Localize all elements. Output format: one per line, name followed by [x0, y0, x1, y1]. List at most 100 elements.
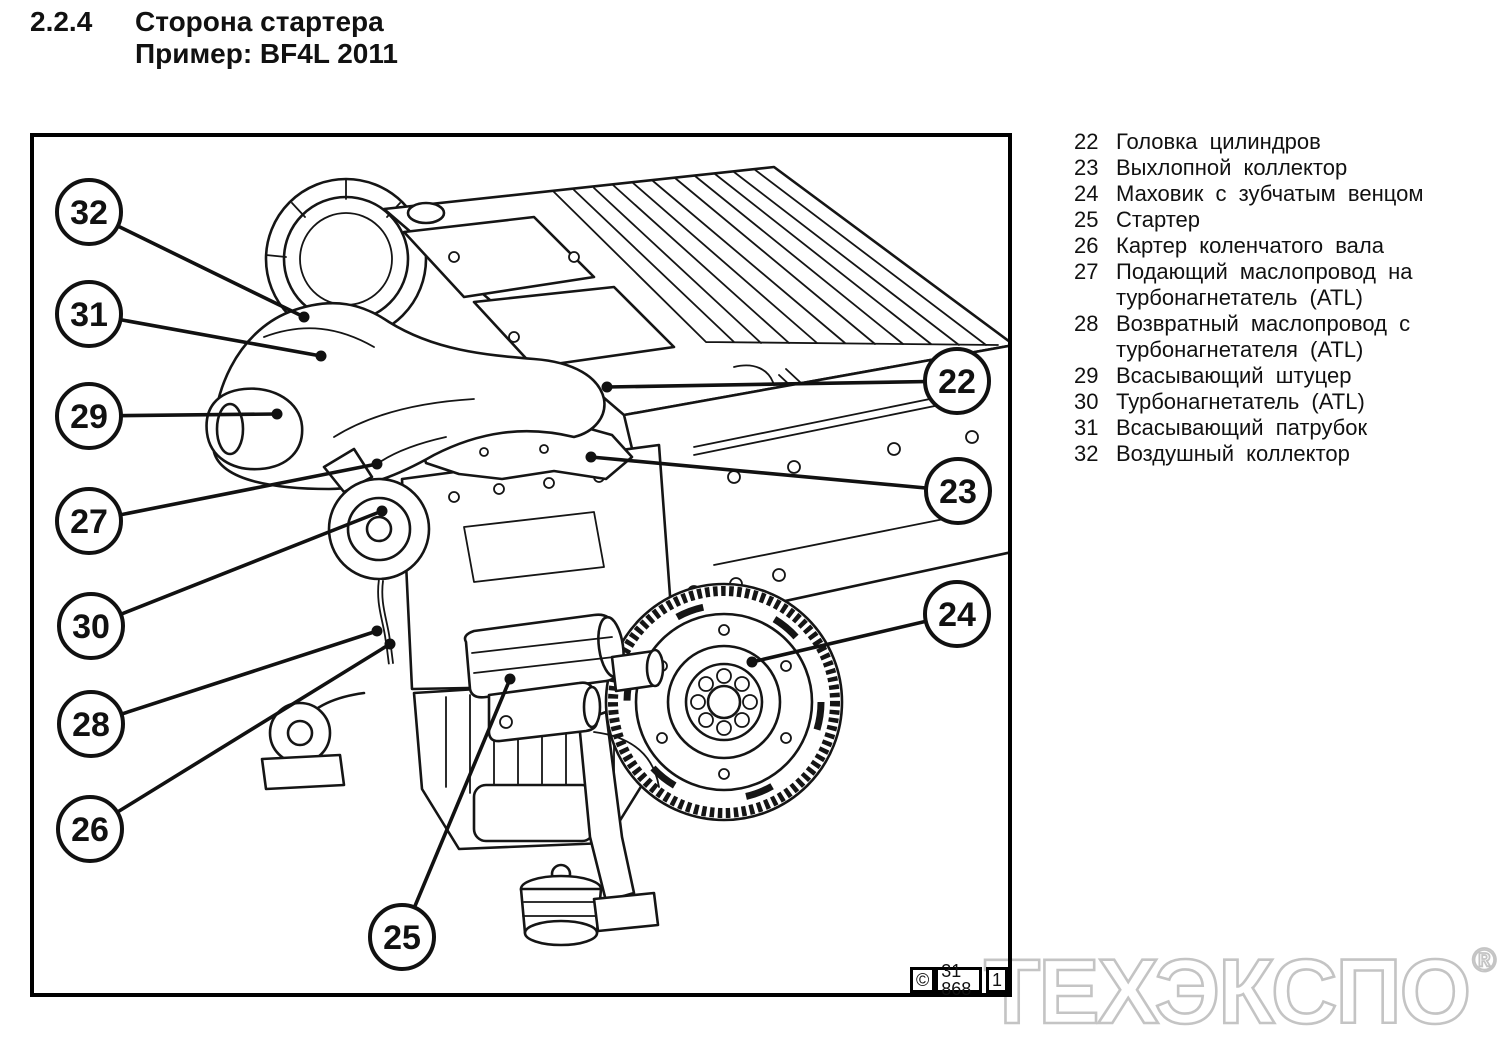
watermark-text: ТЕХЭКСПО: [983, 941, 1473, 1043]
engine-mount-bottom: [519, 863, 603, 947]
leader-dot-24: [746, 656, 758, 668]
leader-line-22: [606, 379, 958, 389]
legend-item: 31 Всасывающий патрубок: [1074, 415, 1466, 441]
leader-line-24: [751, 612, 958, 664]
legend-item: 29 Всасывающий штуцер: [1074, 363, 1466, 389]
legend-number: 25: [1074, 207, 1099, 232]
legend-label: Подающий маслопровод на турбонагнетатель…: [1116, 259, 1413, 310]
callout-30: 30: [57, 592, 125, 660]
engine-mount-left: [260, 691, 366, 791]
leader-line-30: [90, 509, 383, 628]
page-header: 2.2.4 Сторона стартера Пример: BF4L 2011: [30, 6, 398, 70]
callout-number: 25: [383, 919, 421, 957]
callout-28: 28: [57, 690, 125, 758]
legend-label: Выхлопной коллектор: [1116, 155, 1348, 180]
air-intake-nozzle: [205, 387, 304, 471]
leader-dot-32: [298, 311, 310, 323]
legend-number: 23: [1074, 155, 1099, 180]
section-titles: Сторона стартера Пример: BF4L 2011: [135, 6, 398, 70]
flywheel: [604, 582, 844, 822]
registered-trademark-icon: ®: [1471, 941, 1497, 978]
callout-32: 32: [55, 178, 123, 246]
starter: [463, 613, 665, 788]
callout-number: 30: [72, 608, 110, 646]
leader-line-27: [88, 462, 378, 523]
legend-number: 30: [1074, 389, 1099, 414]
callout-number: 26: [71, 811, 109, 849]
engine-diagram: 32 31 29 27 30 28 26 25 22 23 24: [55, 165, 1008, 971]
oil-feed-pipe: [376, 436, 447, 465]
legend-number: 29: [1074, 363, 1099, 388]
callout-25: 25: [368, 903, 436, 971]
legend-label: Стартер: [1116, 207, 1201, 232]
callout-number: 23: [939, 473, 977, 511]
callout-24: 24: [923, 580, 991, 648]
legend-label: Турбонагнетатель (ATL): [1116, 389, 1365, 414]
legend-number: 24: [1074, 181, 1099, 206]
section-number: 2.2.4: [30, 6, 93, 37]
turbocharger: [322, 447, 431, 581]
legend-item: 22 Головка цилиндров: [1074, 129, 1466, 155]
leader-dot-25: [504, 673, 516, 685]
legend-item: 30 Турбонагнетатель (ATL): [1074, 389, 1466, 415]
callout-number: 24: [938, 596, 976, 634]
leader-dot-23: [585, 451, 597, 463]
legend-item: 28 Возвратный маслопровод с турбонагнетат…: [1074, 311, 1466, 363]
callouts: 32 31 29 27 30 28 26 25 22 23 24: [55, 178, 992, 971]
copyright-icon: ©: [910, 967, 936, 993]
support-bracket: [577, 710, 660, 933]
legend-item: 24 Маховик с зубчатым венцом: [1074, 181, 1466, 207]
legend-number: 31: [1074, 415, 1099, 440]
legend-label: Всасывающий патрубок: [1116, 415, 1368, 440]
figure-stamp: © 31 868 1: [910, 962, 1008, 998]
techexpo-watermark: ТЕХЭКСПО®: [983, 942, 1498, 1039]
leader-dot-26: [384, 638, 396, 650]
legend-item: 23 Выхлопной коллектор: [1074, 155, 1466, 181]
leader-line-31: [88, 312, 322, 358]
leader-line-23: [590, 455, 959, 493]
callout-number: 22: [938, 363, 976, 401]
leader-dot-28: [371, 625, 383, 637]
leader-dot-22: [601, 381, 613, 393]
legend-number: 27: [1074, 259, 1099, 284]
legend-item: 26 Картер коленчатого вала: [1074, 233, 1466, 259]
legend-item: 25 Стартер: [1074, 207, 1466, 233]
callout-number: 32: [70, 194, 108, 232]
legend-label: Маховик с зубчатым венцом: [1116, 181, 1424, 206]
leader-line-28: [90, 629, 378, 726]
legend-label: Воздушный коллектор: [1116, 441, 1350, 466]
leader-dot-31: [315, 350, 327, 362]
callout-26: 26: [56, 795, 124, 863]
engine-illustration: [205, 165, 1008, 947]
sheet-number: 1: [985, 967, 1008, 993]
callout-number: 28: [72, 706, 110, 744]
leader-lines: [88, 210, 959, 938]
callout-29: 29: [55, 382, 123, 450]
legend-number: 26: [1074, 233, 1099, 258]
legend-label: Картер коленчатого вала: [1116, 233, 1384, 258]
legend-number: 28: [1074, 311, 1099, 336]
page-subtitle: Пример: BF4L 2011: [135, 38, 398, 69]
callout-number: 31: [70, 296, 108, 334]
callout-31: 31: [55, 280, 123, 348]
cylinder-head: [382, 165, 1008, 417]
leader-line-26: [89, 642, 391, 831]
leader-line-25: [400, 678, 512, 938]
legend-number: 32: [1074, 441, 1099, 466]
legend-label: Головка цилиндров: [1116, 129, 1321, 154]
leader-line-32: [88, 210, 305, 319]
legend-label: Всасывающий штуцер: [1116, 363, 1352, 388]
callout-number: 29: [70, 398, 108, 436]
legend: 22 Головка цилиндров 23 Выхлопной коллекто…: [1074, 129, 1466, 467]
figure-frame: 32 31 29 27 30 28 26 25 22 23 24 © 31 86…: [30, 133, 1012, 998]
figure-number: 31 868: [935, 962, 982, 998]
leader-dot-29: [271, 408, 283, 420]
callout-number: 27: [70, 503, 108, 541]
legend-number: 22: [1074, 129, 1099, 154]
leader-dot-30: [376, 505, 388, 517]
legend-item: 32 Воздушный коллектор: [1074, 441, 1466, 467]
legend-item: 27 Подающий маслопровод на турбонагнетате…: [1074, 259, 1466, 311]
legend-label: Возвратный маслопровод с турбонагнетател…: [1116, 311, 1411, 362]
callout-22: 22: [923, 347, 991, 415]
callout-27: 27: [55, 487, 123, 555]
